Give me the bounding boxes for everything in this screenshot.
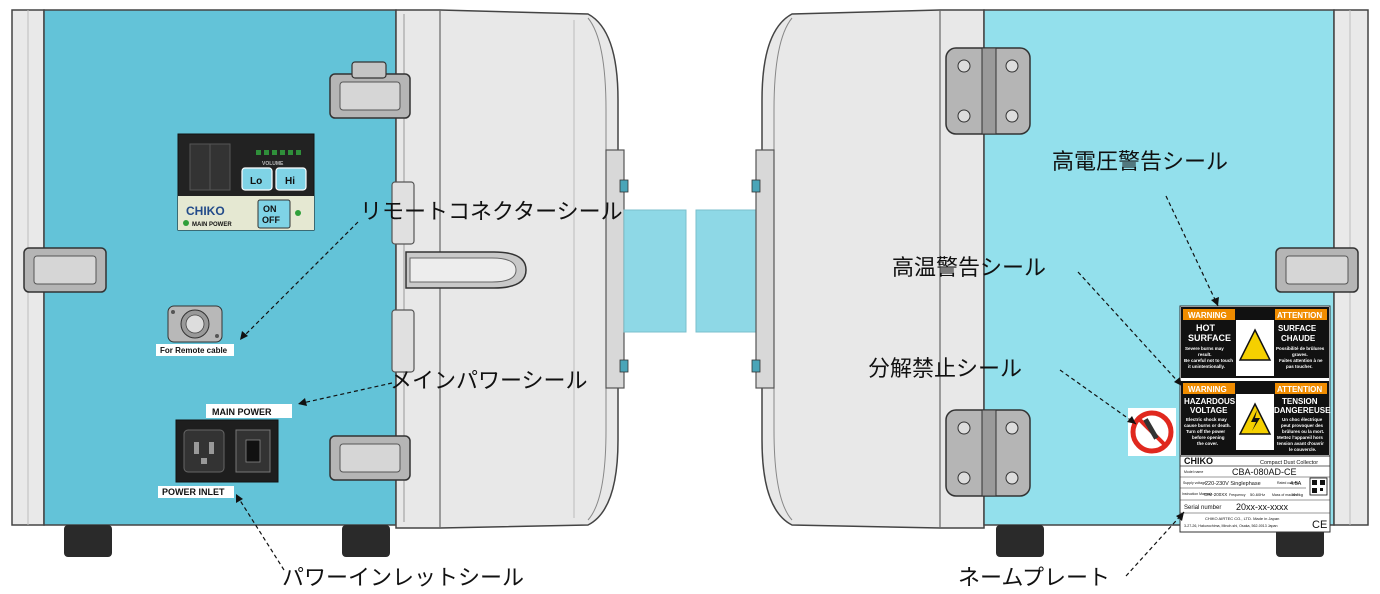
hot-text-1: Severe burns may (1185, 346, 1224, 351)
plate-serial-label: Serial number (1184, 505, 1221, 511)
name-plate: CHIKO Compact Dust Collector Model name … (1179, 455, 1331, 533)
plate-company: CHIKO AIRTEC CO., LTD. Made in Japan (1205, 516, 1279, 521)
hot-text-3: Be careful not to touch (1184, 358, 1233, 363)
volume-label: VOLUME (262, 161, 284, 167)
leader-arrowheads (236, 297, 1219, 521)
hot-surface-icon (1238, 328, 1272, 361)
fr-hot-line-1: SURFACE (1278, 324, 1317, 333)
plate-freq: 50-60Hz (1250, 492, 1265, 497)
lo-button[interactable] (241, 167, 273, 191)
leader-lines (235, 195, 1219, 577)
no-disassembly-sticker (1128, 408, 1176, 456)
fr2-text-1: Un choc électrique (1282, 417, 1323, 422)
control-panel: VOLUME Lo Hi CHIKO MAIN POWER ON OFF (177, 133, 315, 231)
fr2-text-5: tension avant d'ouvrir (1277, 441, 1324, 446)
callout-high-temp: 高温警告シール (892, 256, 1047, 281)
warning-label: WARNING ATTENTION HOT SURFACE Severe bur… (1179, 305, 1331, 457)
plate-mass: 10.0kg (1291, 492, 1303, 497)
attention-header-1: ATTENTION (1277, 311, 1322, 320)
callout-main-power: メインパワーシール (390, 369, 588, 394)
ce-mark-icon: CE (1312, 519, 1327, 531)
left-unit: VOLUME Lo Hi CHIKO MAIN POWER ON OFF For… (11, 9, 629, 557)
hv-text-2: cause burns or death. (1184, 423, 1231, 428)
hi-button[interactable] (275, 167, 307, 191)
fr-text-3: Faites attention à ne (1279, 358, 1323, 363)
plate-rated: 4.5A (1290, 481, 1302, 487)
attention-header-2: ATTENTION (1277, 385, 1322, 394)
power-inlet (175, 419, 279, 483)
plate-manual: CIM-200XX (1204, 492, 1227, 497)
right-unit: WARNING ATTENTION HOT SURFACE Severe bur… (751, 9, 1369, 557)
plate-freq-label: Frequency (1229, 493, 1246, 497)
right-middle-latch (1275, 247, 1359, 293)
remote-cable-label: For Remote cable (160, 346, 228, 355)
left-middle-latch (23, 247, 107, 293)
hot-line-2: SURFACE (1188, 333, 1231, 343)
lo-button-label: Lo (250, 176, 262, 187)
fr2-text-6: le couvercle. (1289, 447, 1316, 452)
plate-product: Compact Dust Collector (1260, 460, 1318, 466)
fr2-text-3: brûlures ou la mort. (1282, 429, 1324, 434)
hv-line-1: HAZARDOUS (1184, 397, 1236, 406)
volume-led-bar (256, 150, 301, 155)
warning-header-2: WARNING (1188, 385, 1227, 394)
power-inlet-label: POWER INLET (162, 487, 225, 497)
plate-rated-label: Rated current (1277, 481, 1298, 485)
fr-text-4: pas toucher. (1286, 364, 1313, 369)
right-bottom-hinge (945, 409, 1031, 497)
fr-hv-line-2: DANGEREUSE (1274, 406, 1331, 415)
callout-high-voltage: 高電圧警告シール (1052, 150, 1229, 175)
plate-serial: 20xx-xx-xxxx (1236, 502, 1289, 512)
off-label: OFF (262, 215, 280, 225)
hot-line-1: HOT (1196, 323, 1216, 333)
callout-remote-connector: リモートコネクターシール (360, 200, 623, 225)
panel-brand-logo: CHIKO (186, 204, 225, 218)
right-side-body (761, 9, 985, 529)
hv-text-4: before opening (1192, 435, 1225, 440)
hv-text-3: Turn off the power (1186, 429, 1225, 434)
hot-text-2: result. (1198, 352, 1212, 357)
hv-text-1: Electric shock may (1186, 417, 1227, 422)
plate-model: CBA-080AD-CE (1232, 467, 1297, 477)
plate-model-label: Model name (1184, 470, 1203, 474)
hv-text-5: the cover. (1197, 441, 1218, 446)
left-duct-pipe (623, 209, 687, 333)
hv-line-2: VOLTAGE (1190, 406, 1228, 415)
plate-address: 3-27-26, Hakurochima, Minoh-shi, Osaka, … (1184, 524, 1278, 528)
remote-connector (167, 305, 223, 343)
plate-manual-label: Instruction Manual (1182, 492, 1211, 496)
right-top-hinge (945, 47, 1031, 135)
fr2-text-2: peut provoquer des (1281, 423, 1324, 428)
callout-power-inlet: パワーインレットシール (282, 566, 525, 591)
hi-button-label: Hi (285, 176, 295, 187)
right-duct-pipe (695, 209, 757, 333)
plate-mass-label: Mass of machine (1272, 493, 1299, 497)
plate-supply-label: Supply voltage (1183, 481, 1206, 485)
hot-text-4: it unintentionally. (1188, 364, 1225, 369)
plate-brand: CHIKO (1184, 456, 1213, 466)
on-label: ON (263, 204, 277, 214)
plate-supply: 220-230V Singlephase (1205, 481, 1261, 487)
main-power-label: MAIN POWER (212, 407, 272, 417)
panel-main-power-label: MAIN POWER (192, 222, 232, 228)
callout-name-plate: ネームプレート (958, 566, 1111, 591)
warning-header-1: WARNING (1188, 311, 1227, 320)
fr-text-2: graves. (1292, 352, 1308, 357)
left-top-latch (329, 61, 411, 119)
fr-hot-line-2: CHAUDE (1281, 334, 1316, 343)
fr2-text-4: Mettez l'appareil hors (1277, 435, 1323, 440)
fr-hv-line-1: TENSION (1282, 397, 1318, 406)
on-off-switch[interactable] (257, 199, 291, 229)
fr-text-1: Possibilité de brûlures (1276, 346, 1325, 351)
left-bottom-latch (329, 435, 411, 481)
callout-no-disassembly: 分解禁止シール (868, 357, 1023, 382)
